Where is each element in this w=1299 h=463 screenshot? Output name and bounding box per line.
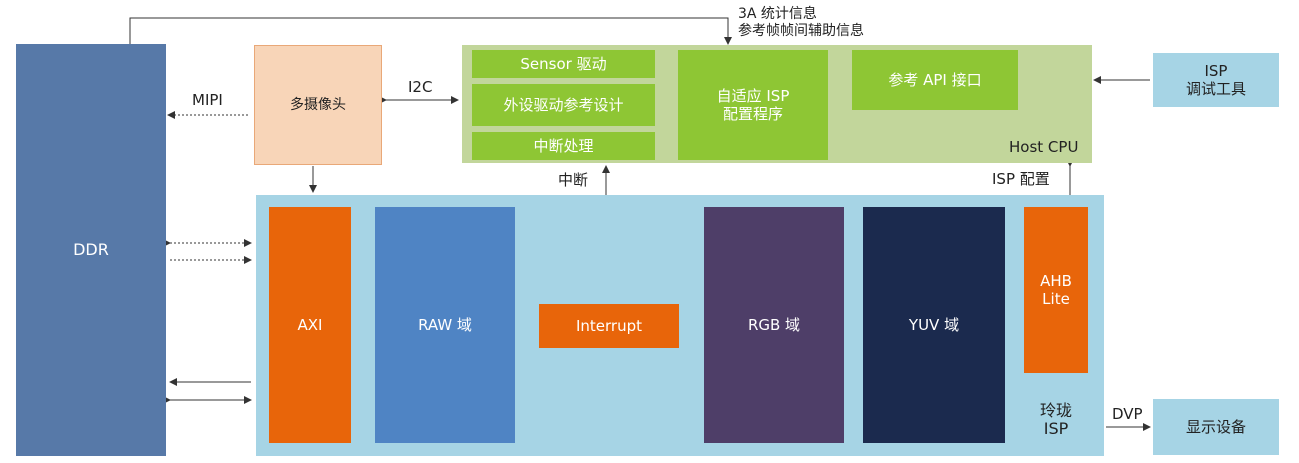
rgb-domain-block: RGB 域	[704, 207, 844, 443]
adaptive-isp-label: 自适应 ISP 配置程序	[716, 87, 790, 123]
peripheral-driver-block: 外设驱动参考设计	[472, 84, 655, 126]
isp-config-label: ISP 配置	[992, 170, 1050, 188]
host-cpu-label: Host CPU	[1009, 138, 1079, 156]
ref-api-block: 参考 API 接口	[852, 50, 1018, 110]
camera-block: 多摄像头	[254, 45, 382, 165]
interrupt-block: Interrupt	[539, 304, 679, 348]
yuv-domain-block: YUV 域	[863, 207, 1005, 443]
sensor-driver-block: Sensor 驱动	[472, 50, 655, 78]
stats-line	[129, 17, 732, 45]
adaptive-isp-block: 自适应 ISP 配置程序	[678, 50, 828, 160]
peripheral-driver-label: 外设驱动参考设计	[503, 96, 624, 114]
rgb-domain-label: RGB 域	[747, 316, 801, 334]
camera-label: 多摄像头	[290, 96, 346, 113]
isp-name-label: 玲珑 ISP	[1040, 401, 1073, 439]
interrupt-signal-label: 中断	[558, 171, 589, 189]
i2c-label: I2C	[408, 78, 433, 96]
mipi-label: MIPI	[192, 91, 223, 109]
isp-tool-label: ISP 调试工具	[1185, 62, 1246, 98]
axi-block: AXI	[269, 207, 351, 443]
interrupt-label: Interrupt	[575, 317, 643, 335]
raw-domain-label: RAW 域	[418, 316, 472, 334]
ddr-label: DDR	[73, 240, 109, 260]
raw-domain-block: RAW 域	[375, 207, 515, 443]
display-label: 显示设备	[1185, 418, 1246, 436]
axi-label: AXI	[297, 316, 323, 334]
sensor-driver-label: Sensor 驱动	[520, 55, 607, 73]
interrupt-handling-block: 中断处理	[472, 132, 655, 160]
ddr-block: DDR	[16, 44, 166, 456]
display-block: 显示设备	[1153, 399, 1279, 455]
ahb-lite-block: AHB Lite	[1024, 207, 1088, 373]
isp-tool-block: ISP 调试工具	[1153, 53, 1279, 107]
dvp-label: DVP	[1112, 405, 1143, 423]
ahb-lite-label: AHB Lite	[1040, 272, 1072, 308]
ref-api-label: 参考 API 接口	[888, 71, 982, 89]
interrupt-handling-label: 中断处理	[533, 137, 594, 155]
yuv-domain-label: YUV 域	[908, 316, 960, 334]
stats-label: 3A 统计信息 参考帧帧间辅助信息	[738, 6, 864, 39]
